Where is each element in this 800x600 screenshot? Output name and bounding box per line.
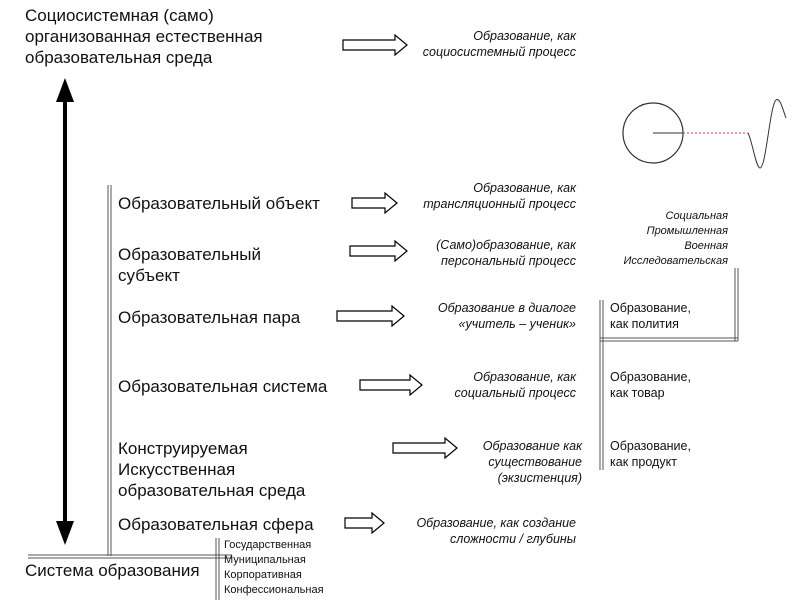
- arrow-top: [342, 33, 408, 57]
- right-bracket: [599, 268, 739, 470]
- levels-bracket: [107, 185, 112, 556]
- circle-wave-icon: [622, 99, 787, 169]
- top-environment-note: Образование, как социосистемный процесс: [422, 29, 576, 59]
- row-note-sphere: Образование, как создание сложности / гл…: [416, 516, 576, 546]
- row-label-pair: Образовательная пара: [118, 308, 301, 327]
- row-note-pair: Образование в диалоге «учитель – ученик»: [437, 301, 576, 331]
- row-note-object: Образование, как трансляционный процесс: [423, 181, 576, 211]
- right-item-product: Образование, как продукт: [610, 439, 691, 469]
- arrow-row-5: [392, 436, 458, 460]
- arrow-row-3: [336, 304, 405, 328]
- bottom-system-title: Система образования: [25, 561, 200, 580]
- row-label-system: Образовательная система: [118, 377, 328, 396]
- row-note-system: Образование, как социальный процесс: [454, 370, 576, 400]
- row-label-sphere: Образовательная сфера: [118, 515, 314, 534]
- row-label-subject: Образовательный субъект: [118, 245, 262, 285]
- vertical-double-arrow: [56, 78, 74, 545]
- row-label-constructed-environment: Конструируемая Искусственная образовател…: [118, 439, 306, 500]
- row-note-constructed-environment: Образование как существование (экзистенц…: [482, 439, 582, 485]
- row-note-subject: (Само)образование, как персональный проц…: [436, 238, 576, 268]
- top-environment-title: Социосистемная (само) организованная ест…: [25, 6, 263, 67]
- right-categories-list: Социальная Промышленная Военная Исследов…: [623, 210, 728, 267]
- right-item-product-goods: Образование, как товар: [610, 370, 691, 400]
- types-bracket: [215, 538, 220, 600]
- arrow-row-4: [359, 373, 423, 397]
- bottom-baseline: [28, 554, 232, 559]
- arrow-row-1: [351, 191, 398, 215]
- education-types-list: Государственная Муниципальная Корпоратив…: [224, 539, 324, 596]
- arrow-row-2: [349, 239, 408, 263]
- arrow-row-6: [344, 511, 385, 535]
- right-item-politia: Образование, как полития: [610, 301, 691, 331]
- row-label-object: Образовательный объект: [118, 194, 320, 213]
